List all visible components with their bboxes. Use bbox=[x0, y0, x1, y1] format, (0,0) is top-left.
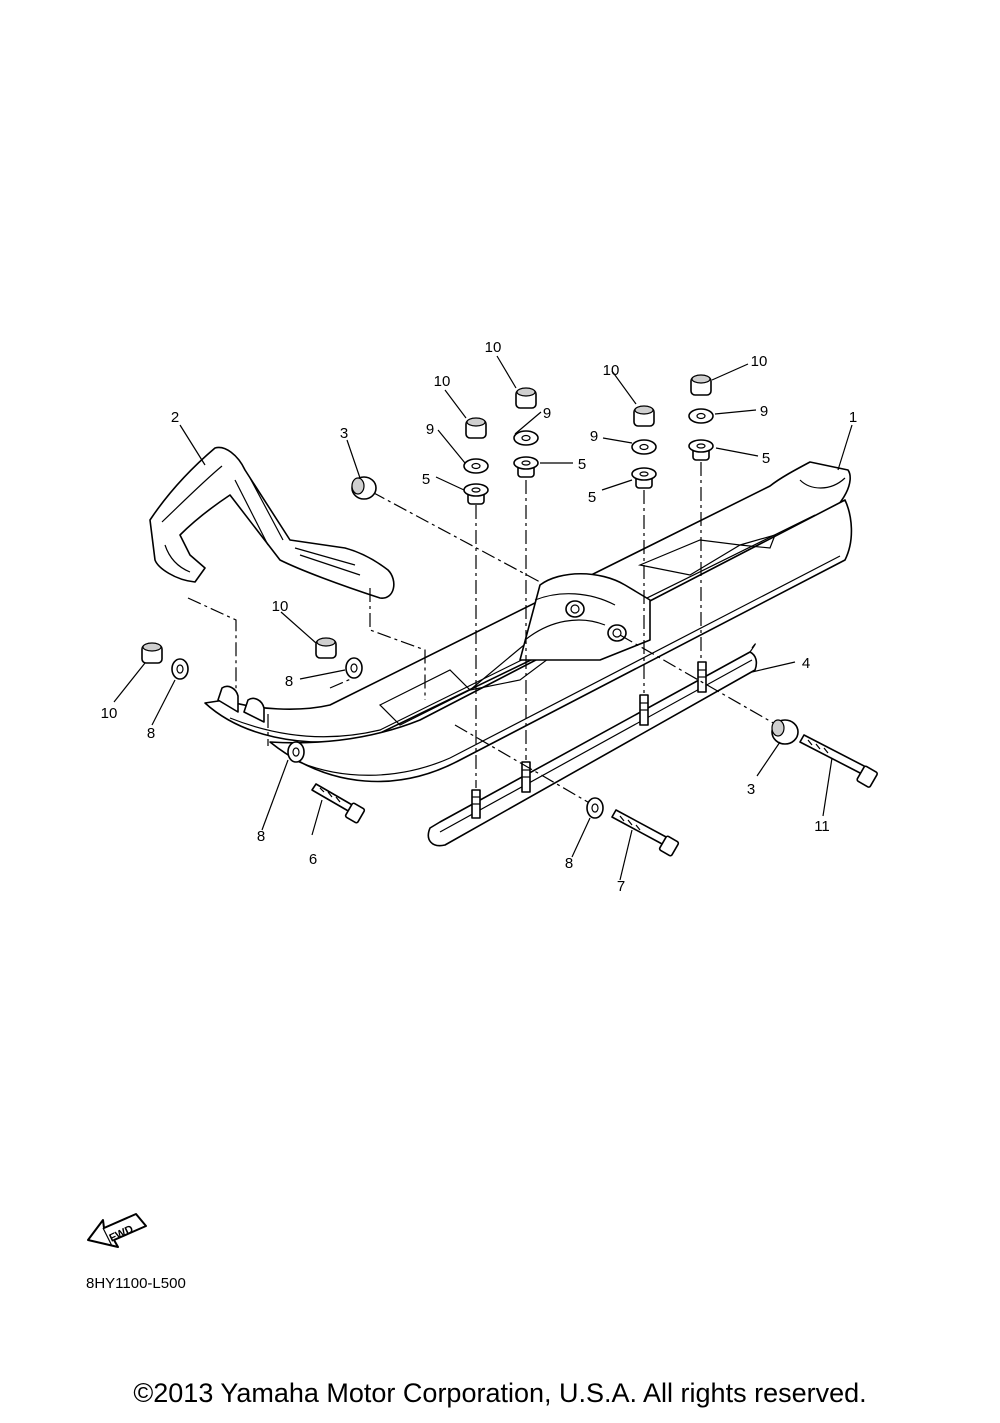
nut-parts bbox=[141, 374, 712, 664]
callout-label: 9 bbox=[543, 405, 551, 422]
bolt-6 bbox=[311, 783, 366, 824]
callout-label: 10 bbox=[485, 339, 502, 356]
copyright-notice: ©2013 Yamaha Motor Corporation, U.S.A. A… bbox=[133, 1378, 867, 1408]
callout-label: 11 bbox=[814, 818, 830, 835]
callout-label: 8 bbox=[257, 828, 265, 845]
flanged-bushing-parts bbox=[463, 439, 714, 505]
callout-label: 5 bbox=[588, 489, 596, 506]
callout-label: 10 bbox=[101, 705, 118, 722]
callout-label: 9 bbox=[590, 428, 598, 445]
ski-saddle bbox=[519, 572, 651, 661]
callout-label: 9 bbox=[760, 403, 768, 420]
callout-label: 10 bbox=[434, 373, 451, 390]
bolt-7 bbox=[611, 809, 680, 857]
callout-label: 7 bbox=[617, 878, 625, 895]
callout-label: 8 bbox=[285, 673, 293, 690]
fwd-arrow-icon: FWD bbox=[87, 1213, 147, 1248]
callout-label: 10 bbox=[272, 598, 289, 615]
drawing-code: 8HY1100-L500 bbox=[86, 1275, 186, 1292]
flat-washer-parts bbox=[171, 657, 604, 819]
fwd-badge: FWD bbox=[108, 1223, 136, 1244]
ski-handle bbox=[149, 446, 395, 599]
ski-pivot-tabs bbox=[217, 685, 265, 723]
bolt-11 bbox=[799, 734, 878, 788]
callout-label: 5 bbox=[578, 456, 586, 473]
callout-label: 8 bbox=[147, 725, 155, 742]
bushing-upper bbox=[351, 476, 377, 500]
callout-label: 3 bbox=[747, 781, 755, 798]
ski-body bbox=[204, 461, 853, 783]
callout-label: 5 bbox=[762, 450, 770, 467]
callout-label: 5 bbox=[422, 471, 430, 488]
callout-label: 10 bbox=[603, 362, 620, 379]
callout-label: 10 bbox=[751, 353, 768, 370]
callout-label: 6 bbox=[309, 851, 317, 868]
callout-label: 3 bbox=[340, 425, 348, 442]
callout-label: 9 bbox=[426, 421, 434, 438]
callout-labels: 1 2 3 3 4 5 5 5 5 6 7 8 8 8 8 9 9 9 9 10… bbox=[101, 339, 858, 895]
leader-lines bbox=[113, 355, 853, 881]
callout-label: 8 bbox=[565, 855, 573, 872]
bushing-lower bbox=[771, 719, 799, 745]
washer-parts bbox=[463, 408, 714, 474]
center-lines bbox=[187, 462, 783, 806]
runner-studs bbox=[471, 661, 707, 819]
callout-label: 2 bbox=[171, 409, 179, 426]
callout-label: 1 bbox=[849, 409, 857, 426]
callout-label: 4 bbox=[802, 655, 810, 672]
